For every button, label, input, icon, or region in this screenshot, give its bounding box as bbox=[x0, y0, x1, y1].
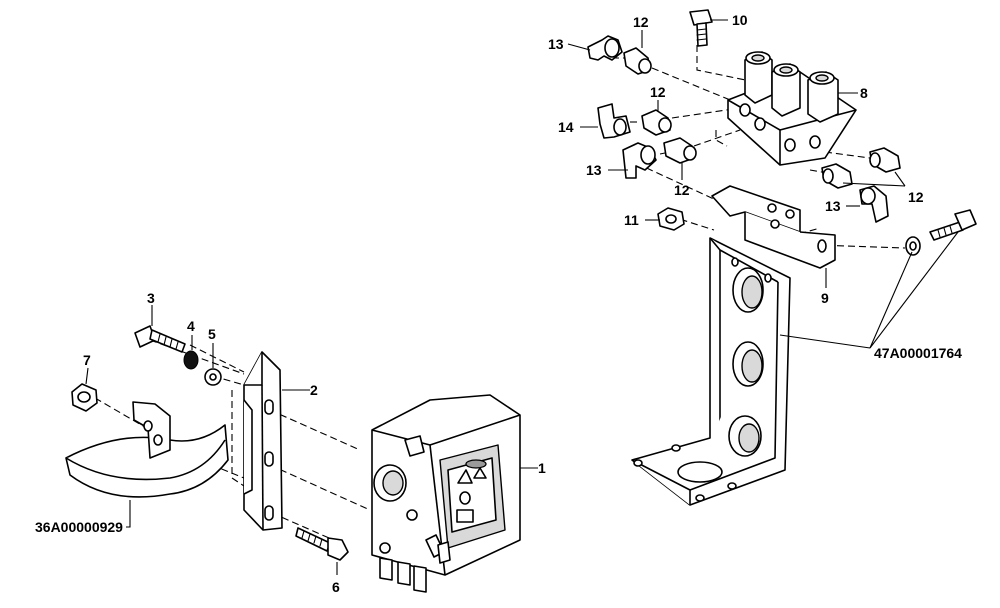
callout-1: 1 bbox=[538, 460, 546, 476]
angle-bracket-icon bbox=[243, 351, 283, 531]
nut-icon bbox=[71, 383, 98, 412]
fitting-icon bbox=[869, 147, 901, 173]
callout-5: 5 bbox=[208, 326, 216, 342]
callout-12-lower: 12 bbox=[674, 182, 690, 198]
l-bracket-47A00001764 bbox=[631, 237, 791, 506]
callout-11: 11 bbox=[624, 212, 639, 228]
base-plate-36A00000929 bbox=[65, 401, 229, 498]
washer-icon bbox=[905, 236, 921, 256]
callout-12-middle: 12 bbox=[650, 84, 666, 100]
callout-3: 3 bbox=[147, 290, 155, 306]
leader-lines bbox=[85, 19, 959, 575]
callout-labels: 3 4 5 7 2 1 6 36A00000929 13 12 10 8 12 … bbox=[35, 12, 962, 595]
callout-12-upper: 12 bbox=[633, 14, 649, 30]
control-box-icon bbox=[371, 394, 521, 593]
fitting-icon bbox=[821, 163, 853, 189]
bolt-icon bbox=[134, 325, 186, 353]
callout-10: 10 bbox=[732, 12, 748, 28]
callout-13-lower-left: 13 bbox=[586, 162, 602, 178]
callout-9: 9 bbox=[821, 290, 829, 306]
callout-14: 14 bbox=[558, 119, 574, 135]
elbow-fitting-icon bbox=[587, 35, 623, 61]
solenoid-valve-icon bbox=[744, 51, 839, 123]
tee-fitting-icon bbox=[597, 103, 631, 139]
elbow-fitting-icon bbox=[622, 142, 657, 179]
nut-icon bbox=[657, 207, 685, 231]
bolt-icon bbox=[689, 9, 713, 47]
fitting-icon bbox=[663, 137, 697, 164]
washer-icon bbox=[204, 368, 222, 386]
callout-13-upper: 13 bbox=[548, 36, 564, 52]
fitting-icon bbox=[623, 47, 652, 75]
fitting-icon bbox=[641, 109, 672, 136]
bolt-icon bbox=[929, 209, 977, 241]
elbow-fitting-icon bbox=[859, 185, 889, 223]
callout-12-right: 12 bbox=[908, 189, 924, 205]
callout-8: 8 bbox=[860, 85, 868, 101]
reference-47A00001764: 47A00001764 bbox=[874, 345, 962, 361]
callout-4: 4 bbox=[187, 318, 195, 334]
bolt-icon bbox=[295, 527, 349, 561]
lock-washer-icon bbox=[183, 350, 199, 370]
callout-2: 2 bbox=[310, 382, 318, 398]
mounting-plate-icon bbox=[711, 185, 836, 269]
callout-6: 6 bbox=[332, 579, 340, 595]
callout-7: 7 bbox=[83, 352, 91, 368]
callout-13-right: 13 bbox=[825, 198, 841, 214]
reference-36A00000929: 36A00000929 bbox=[35, 519, 123, 535]
